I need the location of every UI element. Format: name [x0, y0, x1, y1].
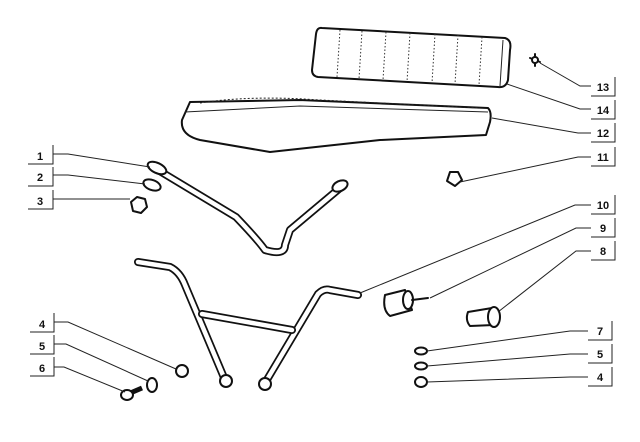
washer-part-5: [146, 377, 158, 393]
sleeve-part-8: [465, 306, 501, 328]
callout-12: 12: [491, 117, 616, 143]
clip-part-11: [446, 171, 463, 187]
callout-5-right: 5: [426, 344, 613, 367]
callout-label: 12: [597, 128, 609, 140]
seat-cushion: [180, 97, 492, 153]
callout-label: 5: [39, 341, 45, 353]
callout-label: 10: [597, 200, 609, 212]
callout-label: 9: [600, 223, 606, 235]
clip-part-13: [529, 53, 541, 67]
callout-label: 14: [597, 105, 610, 117]
callout-label: 3: [37, 196, 43, 208]
callout-6: 6: [30, 357, 126, 393]
callout-label: 5: [597, 349, 603, 361]
callout-10: 10: [359, 195, 616, 294]
nut-part-3: [130, 196, 148, 214]
callout-14: 14: [506, 83, 616, 120]
callout-label: 4: [597, 372, 604, 384]
callout-2: 2: [28, 167, 146, 187]
bushing-part-9: [383, 289, 429, 317]
support-bracket: [146, 160, 349, 257]
nut-part-4-right: [414, 376, 428, 388]
callout-11: 11: [459, 147, 616, 183]
spring-washer-part-5: [414, 361, 428, 371]
washer-part-7: [414, 346, 428, 356]
callout-label: 11: [597, 152, 609, 164]
callout-4-right: 4: [426, 367, 613, 387]
callout-8: 8: [497, 241, 616, 313]
callout-label: 2: [37, 172, 43, 184]
callout-label: 1: [37, 151, 43, 163]
callout-label: 4: [39, 319, 46, 331]
callout-5: 5: [30, 335, 149, 382]
callout-13: 13: [539, 62, 616, 97]
callout-label: 7: [597, 326, 603, 338]
washer-part-2: [142, 178, 162, 192]
callout-7: 7: [426, 321, 613, 352]
bolt-part-6: [120, 385, 143, 401]
callout-3: 3: [28, 190, 130, 210]
seat-frame: [134, 258, 362, 391]
callout-label: 8: [600, 246, 606, 258]
callout-1: 1: [28, 145, 151, 168]
callout-label: 6: [39, 363, 45, 375]
callout-4: 4: [30, 313, 177, 370]
nut-part-4: [175, 364, 189, 378]
callout-label: 13: [597, 82, 609, 94]
callout-9: 9: [429, 218, 616, 299]
backrest-cushion: [311, 26, 512, 89]
